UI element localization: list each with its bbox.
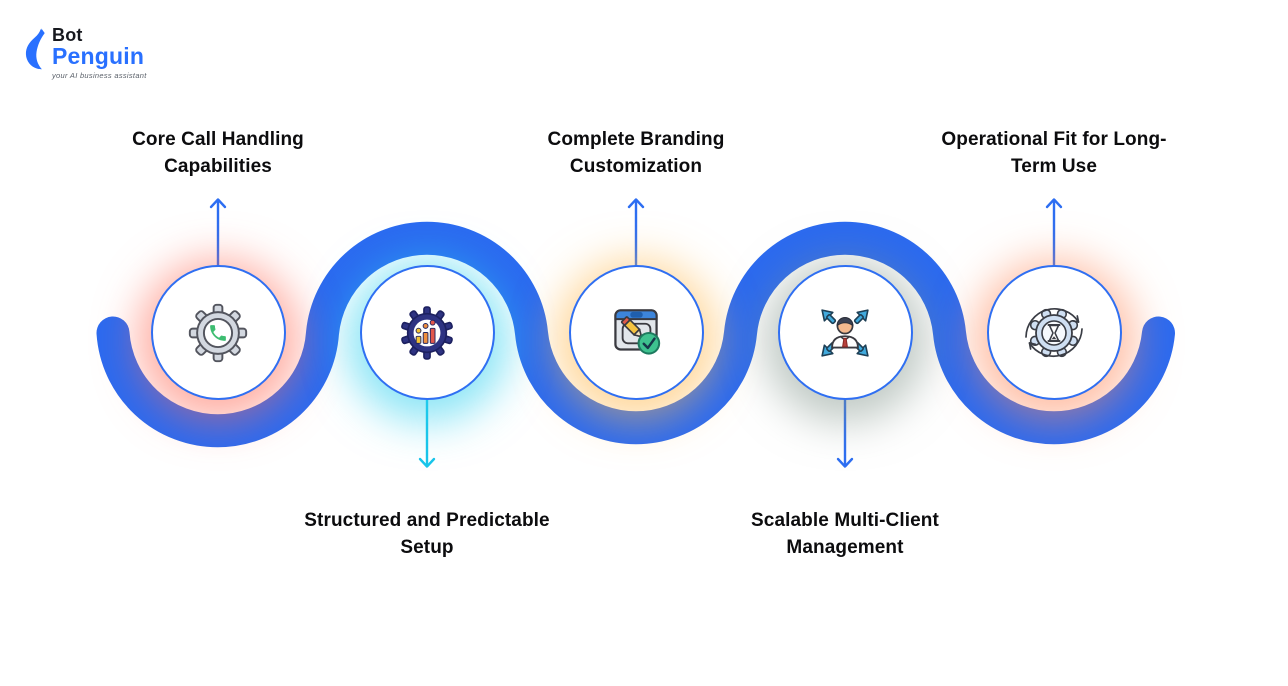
label-structured-setup: Structured and Predictable Setup <box>304 510 550 558</box>
arrow-down-node2 <box>416 398 438 472</box>
penguin-logo-icon <box>25 28 45 70</box>
browser-edit-check-icon <box>614 308 661 355</box>
logo-tagline: your AI business assistant <box>52 71 147 80</box>
label-operational-fit: Operational Fit for Long- Term Use <box>941 129 1167 177</box>
botpenguin-logo: Bot Penguin your AI business assistant <box>22 26 147 80</box>
person-expand-arrows-icon <box>821 308 869 357</box>
node-circle-core-call-handling <box>150 265 286 400</box>
arrow-up-node3 <box>625 194 647 268</box>
label-multi-client-management: Scalable Multi-Client Management <box>751 510 939 558</box>
node-circle-structured-setup <box>359 265 495 400</box>
gear-phone-icon <box>188 303 248 362</box>
gear-bar-chart-icon <box>401 305 453 360</box>
hourglass-cycle-icon <box>1025 307 1083 357</box>
arrow-up-node1 <box>207 194 229 268</box>
label-branding-customization: Complete Branding Customization <box>547 129 725 177</box>
logo-text: Bot Penguin your AI business assistant <box>52 26 147 80</box>
logo-word-bot: Bot <box>52 25 83 45</box>
arrow-down-node4 <box>834 398 856 472</box>
node-circle-multi-client-management <box>777 265 913 400</box>
node-circle-operational-fit <box>986 265 1122 400</box>
wave-path <box>96 221 1175 448</box>
node-circle-branding-customization <box>568 265 704 400</box>
arrow-up-node5 <box>1043 194 1065 268</box>
logo-word-penguin: Penguin <box>52 43 145 69</box>
label-core-call-handling: Core Call Handling Capabilities <box>132 129 304 177</box>
